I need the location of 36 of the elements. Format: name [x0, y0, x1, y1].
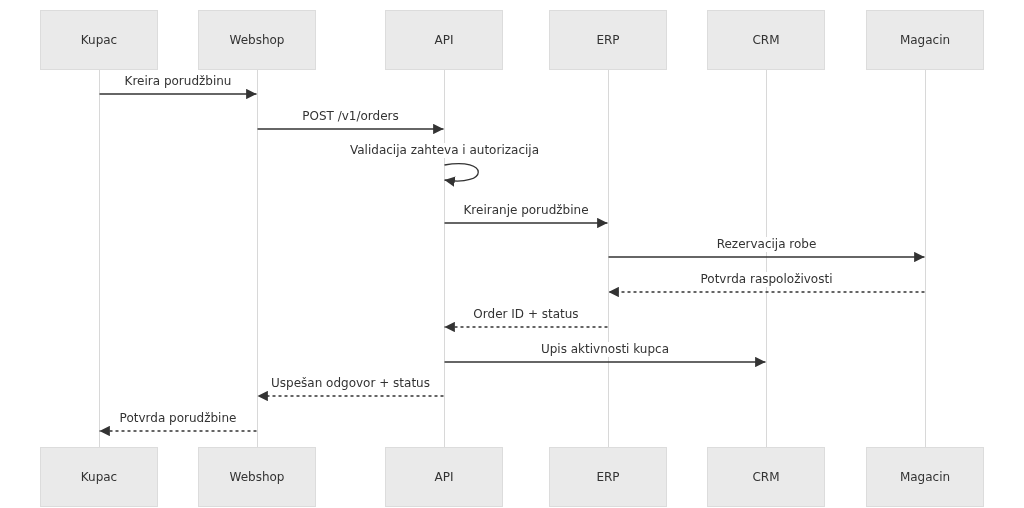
lifeline	[765, 70, 767, 447]
message-label: Uspešan odgovor + status	[269, 376, 432, 391]
message-arrow	[256, 390, 445, 402]
participant-box: ERP	[549, 10, 667, 70]
participant-box: API	[385, 10, 503, 70]
message-label: Rezervacija robe	[714, 237, 819, 252]
message-arrow	[607, 286, 926, 298]
lifeline	[256, 70, 258, 447]
participant-box: Webshop	[198, 10, 316, 70]
participant-box: Kupac	[40, 10, 158, 70]
message-arrow	[98, 425, 258, 437]
participant-box: Magacin	[866, 447, 984, 507]
message-arrow	[98, 88, 258, 100]
message-label: POST /v1/orders	[300, 109, 401, 124]
message-arrow	[256, 123, 445, 135]
message-label: Validacija zahteva i autorizacija	[348, 143, 541, 158]
participant-box: CRM	[707, 447, 825, 507]
message-arrow	[607, 251, 926, 263]
participant-box: CRM	[707, 10, 825, 70]
message-label: Kreiranje porudžbine	[461, 203, 591, 218]
participant-box: Kupac	[40, 447, 158, 507]
message-label: Kreira porudžbinu	[122, 74, 234, 89]
participant-box: API	[385, 447, 503, 507]
participant-box: Magacin	[866, 10, 984, 70]
lifeline	[924, 70, 926, 447]
lifeline	[443, 70, 445, 447]
message-arrow	[443, 321, 609, 333]
message-label: Potvrda raspoloživosti	[698, 272, 835, 287]
participant-box: ERP	[549, 447, 667, 507]
message-label: Potvrda porudžbine	[117, 411, 239, 426]
message-arrow	[443, 163, 479, 187]
message-arrow	[443, 356, 767, 368]
lifeline	[98, 70, 100, 447]
message-arrow	[443, 217, 609, 229]
participant-box: Webshop	[198, 447, 316, 507]
lifeline	[607, 70, 609, 447]
